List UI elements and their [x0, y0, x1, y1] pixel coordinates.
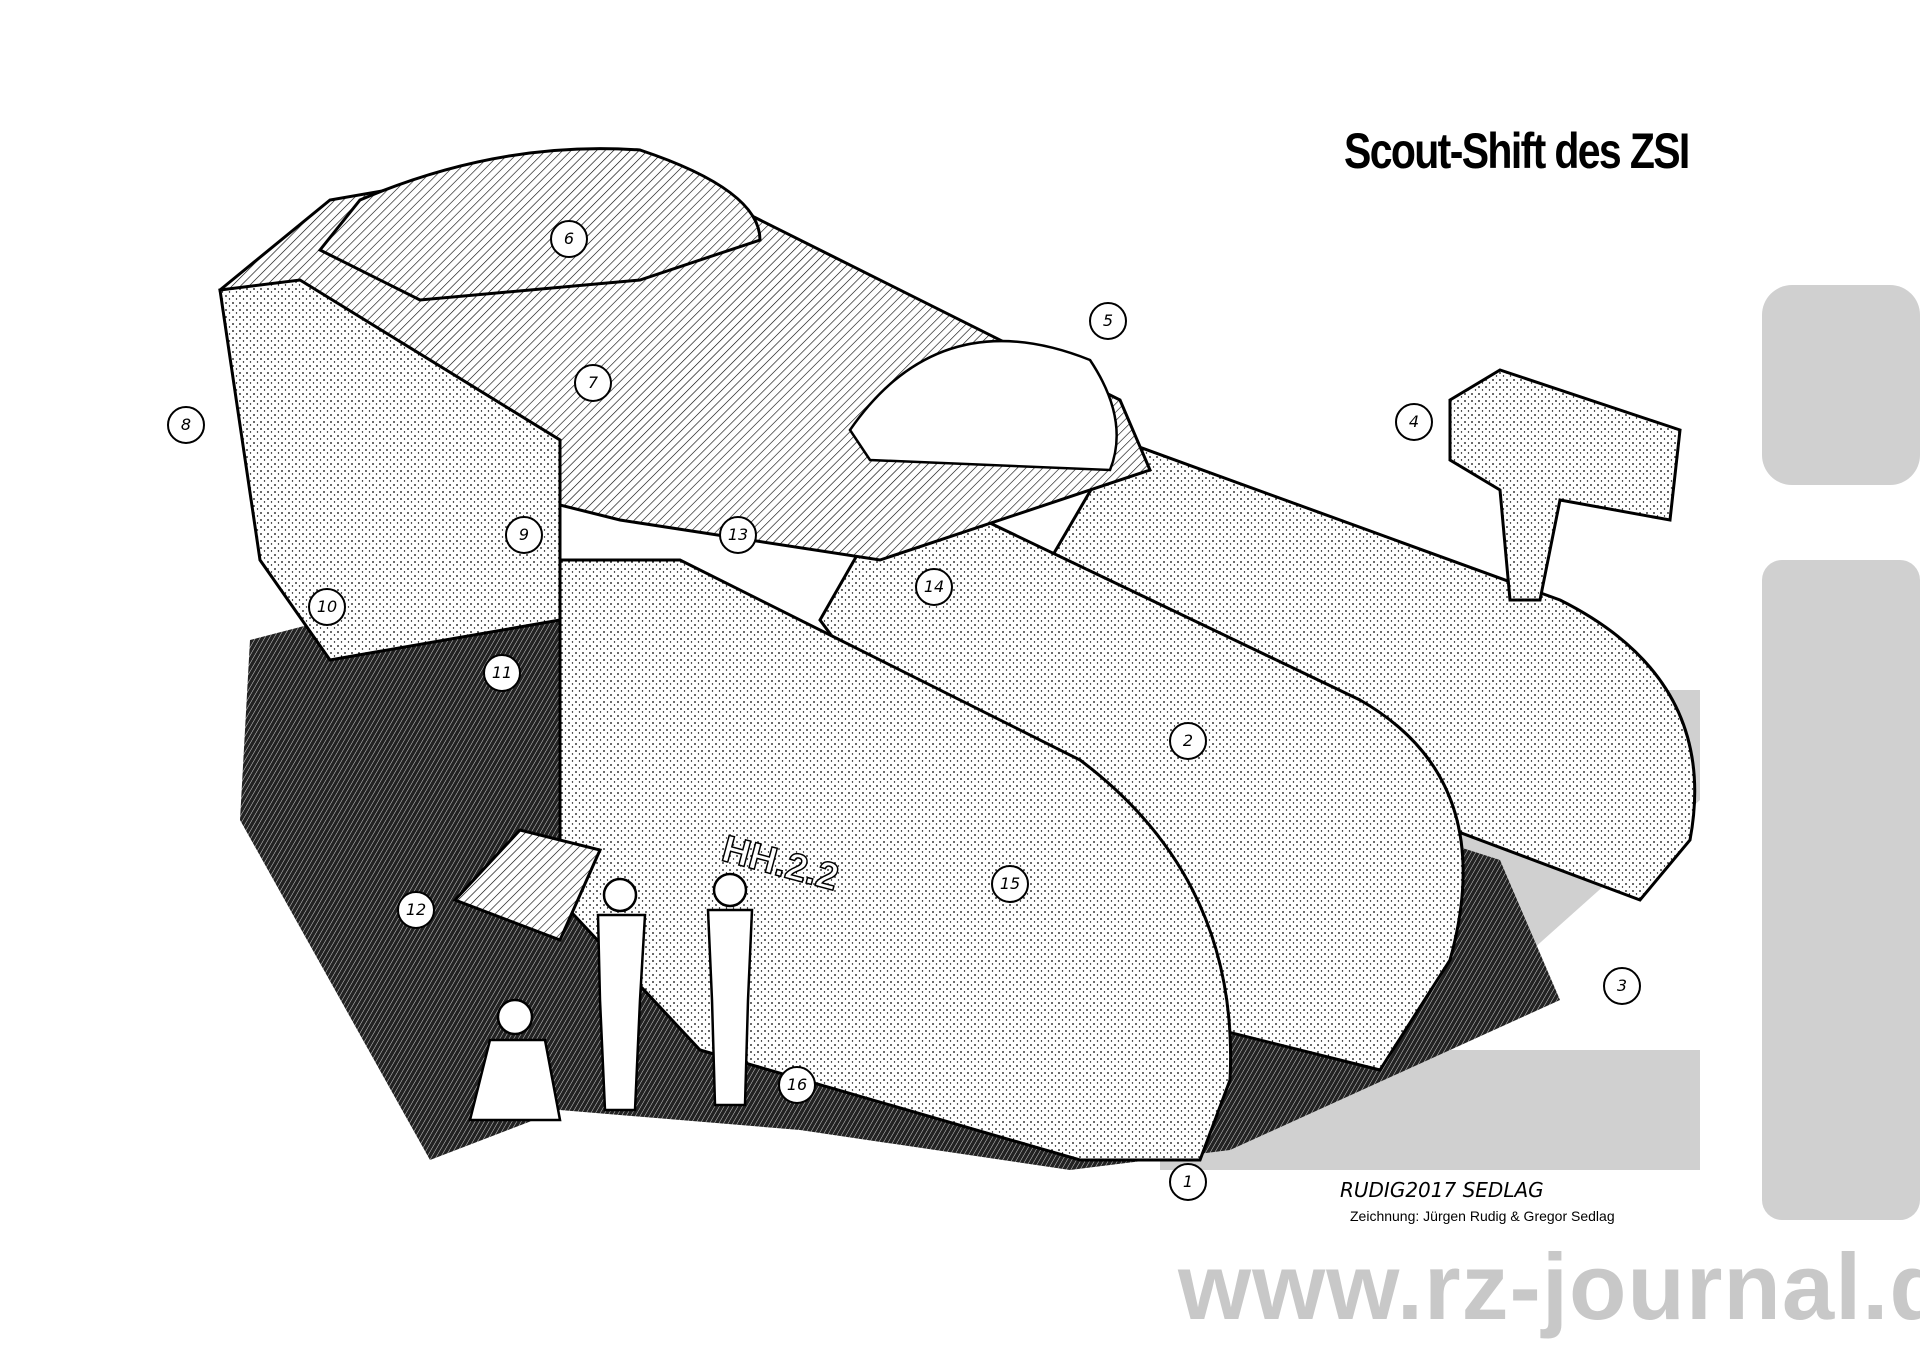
- callout-3: 3: [1603, 967, 1641, 1005]
- callout-4: 4: [1395, 403, 1433, 441]
- watermark-url: www.rz-journal.de: [1178, 1234, 1920, 1339]
- gun-turret: [1448, 368, 1682, 602]
- page-title: Scout-Shift des ZSI: [1344, 123, 1690, 179]
- callout-5: 5: [1089, 302, 1127, 340]
- callout-6: 6: [550, 220, 588, 258]
- sensor-turret: [317, 147, 762, 302]
- crew-figures: [468, 872, 754, 1122]
- callout-11: 11: [483, 654, 521, 692]
- middle-hull-pod: [818, 478, 1465, 1072]
- callout-16: 16: [778, 1066, 816, 1104]
- right-hull-pod: [1048, 438, 1697, 902]
- callout-12: 12: [397, 891, 435, 929]
- callout-9: 9: [505, 516, 543, 554]
- access-ramp: [452, 828, 603, 942]
- callout-2: 2: [1169, 722, 1207, 760]
- callout-8: 8: [167, 406, 205, 444]
- callout-7: 7: [574, 364, 612, 402]
- callout-15: 15: [991, 865, 1029, 903]
- rear-module: [218, 278, 562, 662]
- callout-13: 13: [719, 516, 757, 554]
- credit-line: Zeichnung: Jürgen Rudig & Gregor Sedlag: [1350, 1208, 1615, 1224]
- callout-1: 1: [1169, 1163, 1207, 1201]
- callout-10: 10: [308, 588, 346, 626]
- artist-signature: RUDIG2017 SEDLAG: [1340, 1178, 1544, 1202]
- callout-14: 14: [915, 568, 953, 606]
- cockpit-dome: [848, 339, 1118, 472]
